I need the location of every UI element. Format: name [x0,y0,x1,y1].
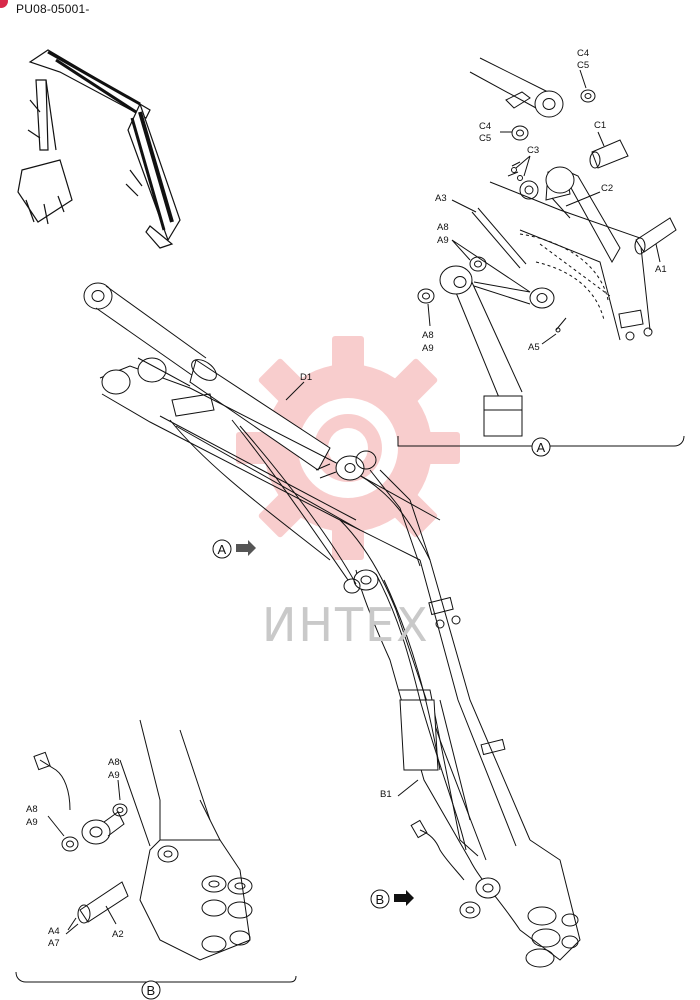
document-code: PU08-05001- [16,2,90,16]
label-b-a9-top: A9 [108,770,120,781]
label-b-a4: A4 [48,926,60,937]
svg-text:B: B [376,892,385,907]
label-a9-top: A9 [437,235,449,246]
svg-text:A: A [537,440,546,455]
label-a8-bot: A8 [422,330,434,341]
label-b-a9-left: A9 [26,817,38,828]
detail-a-marker: A [531,437,551,457]
label-c2: C2 [601,183,613,194]
label-c5-top: C5 [577,60,589,71]
label-d1: D1 [300,372,312,383]
label-a5: A5 [528,342,540,353]
svg-text:B: B [147,983,156,998]
label-a9-bot: A9 [422,343,434,354]
watermark-gear-icon [236,336,460,560]
callout-b-marker: B [370,889,414,909]
label-a1: A1 [655,264,667,275]
detail-a-drawing [397,57,685,447]
main-boom-drawing [83,282,581,968]
label-b-a8-left: A8 [26,804,38,815]
label-a3: A3 [435,193,447,204]
label-b-a2: A2 [112,929,124,940]
detail-b-drawing [15,719,297,983]
label-c5-mid: C5 [479,133,491,144]
callout-a-marker: A [212,539,256,559]
detail-b-marker: B [141,980,161,1000]
label-c1: C1 [594,120,606,131]
label-b-a8-top: A8 [108,757,120,768]
excavator-thumbnail [17,49,181,249]
label-c4-top: C4 [577,48,589,59]
svg-text:A: A [218,542,227,557]
label-a8-top: A8 [437,222,449,233]
label-c4-mid: C4 [479,121,491,132]
label-b1: B1 [380,789,392,800]
label-b-a7: A7 [48,938,60,949]
label-c3: C3 [527,145,539,156]
corner-badge [0,0,8,8]
watermark-text: ИНТЕХ [262,598,430,652]
